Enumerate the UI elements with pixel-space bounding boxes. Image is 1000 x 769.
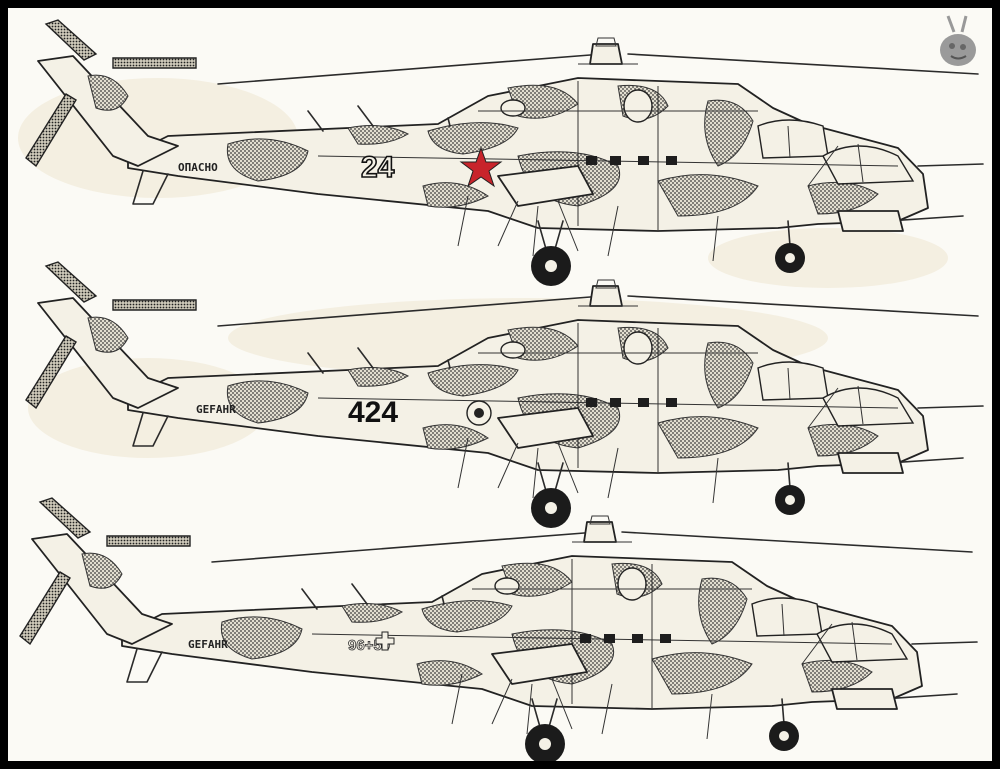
rabbit-logo-icon bbox=[940, 15, 976, 66]
helicopter-profile-bottom: GEFAHR 96+50 bbox=[19, 497, 978, 761]
illustration-frame: ОПАСНО 24 GEFAHR 424 GEFAHR 96+50 bbox=[8, 8, 992, 761]
helicopter-profile-middle: GEFAHR 424 bbox=[25, 261, 984, 529]
tail-warning-text-top: ОПАСНО bbox=[178, 161, 218, 174]
nva-roundel-marking bbox=[466, 400, 492, 426]
tactical-number-middle: 424 bbox=[348, 396, 398, 429]
tail-warning-text-middle: GEFAHR bbox=[196, 403, 236, 416]
tactical-number-top: 24 bbox=[361, 151, 395, 184]
red-star-marking bbox=[459, 146, 503, 188]
tail-warning-text-bottom: GEFAHR bbox=[188, 638, 228, 651]
iron-cross-marking bbox=[375, 631, 395, 651]
helicopter-profiles-drawing: ОПАСНО 24 GEFAHR 424 GEFAHR 96+50 bbox=[18, 15, 984, 761]
helicopter-profile-top: ОПАСНО 24 bbox=[25, 19, 984, 287]
